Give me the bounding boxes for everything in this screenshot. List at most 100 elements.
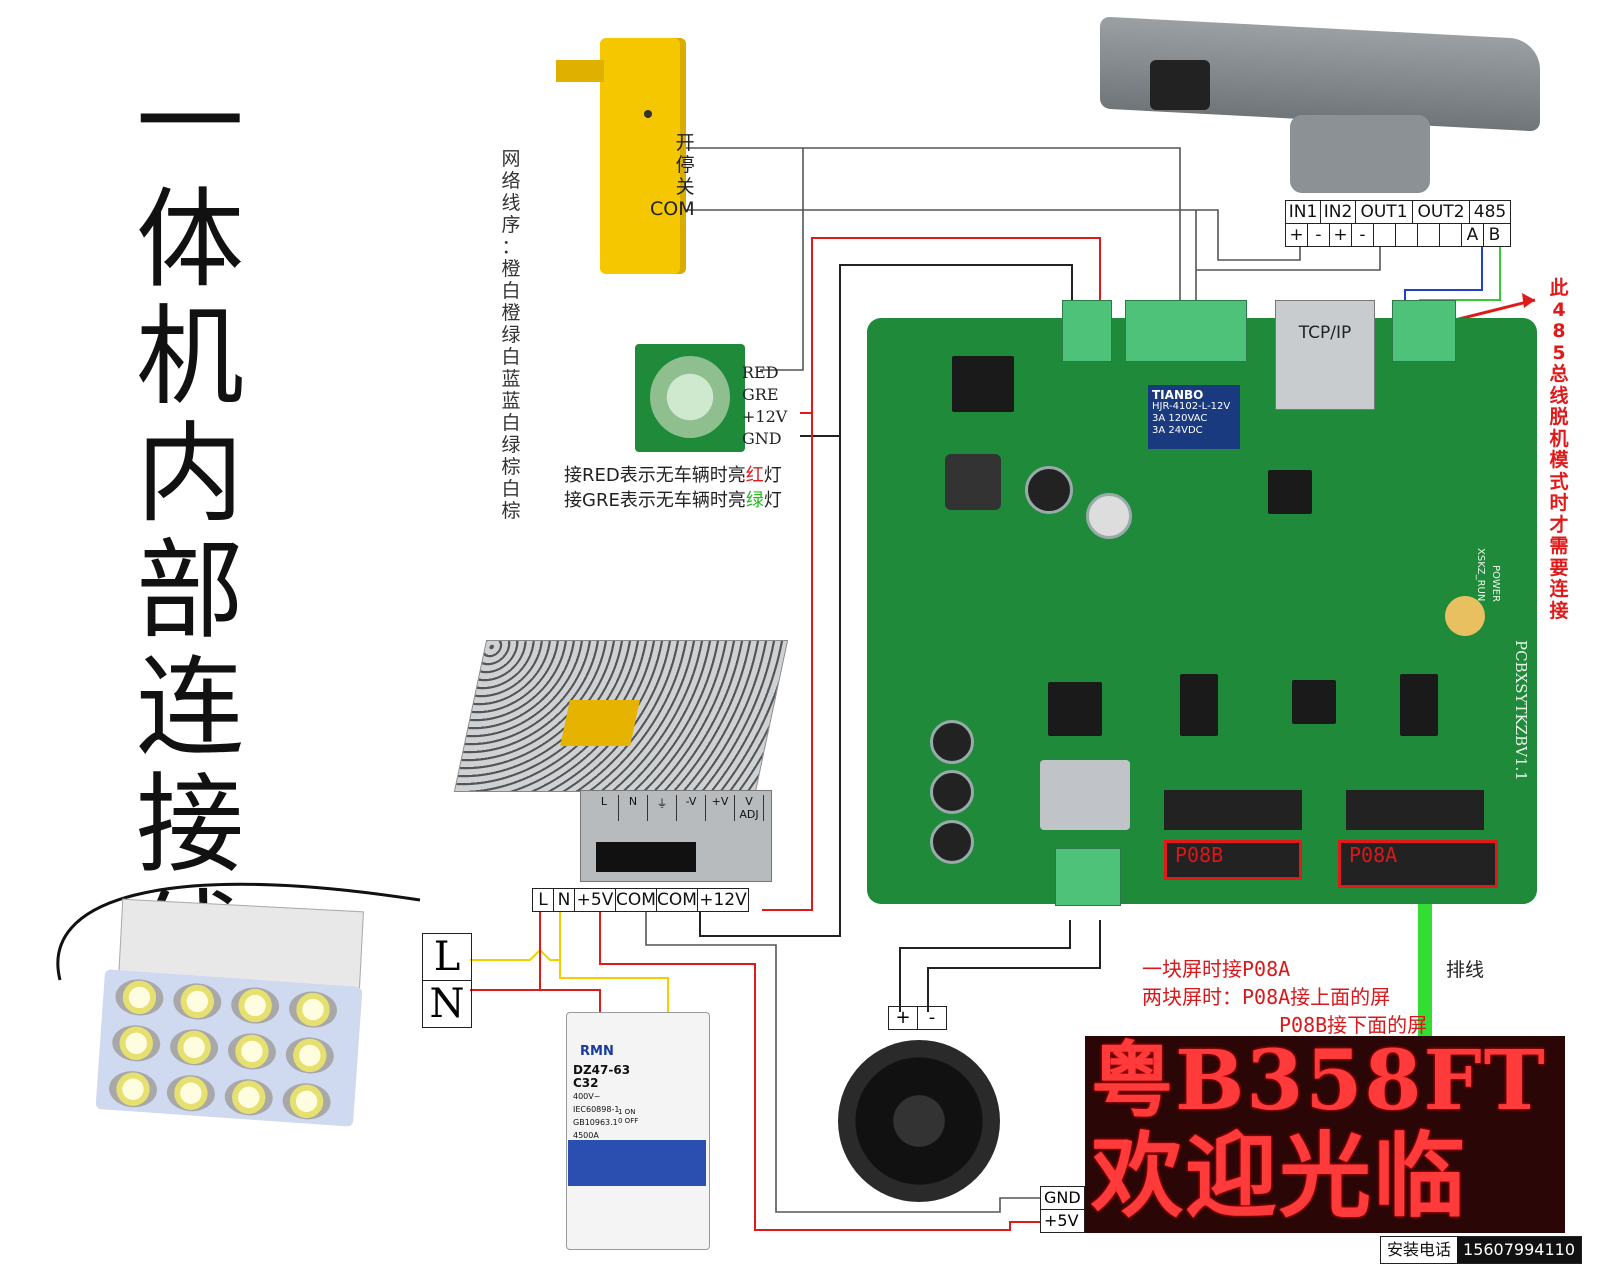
- led-bulb: [168, 1027, 220, 1067]
- capacitor-3: [930, 720, 974, 764]
- wire-psu-com: [699, 436, 841, 937]
- led-bulb: [226, 1031, 278, 1072]
- psu-output-label: COM: [616, 889, 657, 911]
- psu-screw-block: [596, 842, 696, 872]
- camera-terminal-pin: [1418, 224, 1440, 246]
- breaker-model: DZ47-63: [573, 1063, 631, 1077]
- board-connector-485: [1392, 300, 1456, 362]
- psu-output-label: +12V: [699, 890, 747, 910]
- p08b-label: P08B: [1175, 843, 1224, 867]
- header-p08a: P08A: [1338, 840, 1498, 888]
- barrier-label: COM: [650, 198, 695, 220]
- network-order-char: 白: [501, 346, 521, 368]
- wire-camera-out: [1196, 209, 1301, 261]
- screen-note-3: P08B接下面的屏: [1279, 1013, 1428, 1037]
- driver-chip-1: [1180, 674, 1218, 736]
- barrier-arm-mount: [556, 60, 604, 82]
- screen-note-1: 一块屏时接P08A: [1142, 957, 1291, 981]
- network-order-char: 棕: [501, 500, 521, 522]
- led-bulb: [111, 1023, 162, 1063]
- led-display-pin: +5V: [1044, 1211, 1079, 1230]
- title-char: 部: [135, 529, 244, 654]
- ribbon-cable: [1418, 868, 1432, 1044]
- capacitor-4: [930, 770, 974, 814]
- rs485-note-char: 时: [1549, 492, 1569, 514]
- traffic-light-pin: GRE: [742, 385, 779, 404]
- mcu-chip: [1048, 682, 1102, 736]
- led-bulb: [229, 985, 281, 1026]
- barrier-label: 关: [675, 176, 695, 198]
- network-order-char: 绿: [501, 434, 521, 456]
- barrier-label: 开: [675, 132, 695, 154]
- network-order-char: ：: [501, 236, 521, 258]
- relay-spec-1: 3A 120VAC: [1152, 413, 1208, 424]
- capacitor-1: [1025, 466, 1073, 514]
- note-green-light: 接GRE表示无车辆时亮绿灯: [564, 490, 782, 511]
- traffic-light-notes: 接RED表示无车辆时亮红灯 接GRE表示无车辆时亮绿灯: [564, 463, 782, 513]
- barrier-gate: [600, 38, 686, 274]
- led-bulb: [284, 1035, 336, 1076]
- network-order-char: 线: [501, 192, 521, 214]
- rs485-note-char: 式: [1549, 470, 1569, 493]
- title-char: 体: [135, 178, 244, 303]
- rs485-note-char: 模: [1549, 449, 1569, 471]
- network-order-char: 蓝: [501, 368, 521, 390]
- rs485-note-char: 要: [1549, 556, 1569, 579]
- psu-label-sticker: [560, 700, 640, 746]
- camera-bracket: [1290, 115, 1430, 193]
- led-display: 粤B358FT 欢迎光临: [1085, 1036, 1565, 1233]
- breaker-line-4: 4500A: [573, 1131, 599, 1140]
- relay-brand: TIANBO: [1152, 388, 1204, 402]
- breaker-switch-marks: 1 ON 0 OFF: [618, 1108, 638, 1126]
- battery-cap: [1445, 596, 1485, 636]
- breaker-off: 0 OFF: [618, 1117, 639, 1125]
- led-bulb: [287, 989, 339, 1030]
- network-order-char: 绿: [501, 324, 521, 346]
- title-char: 机: [135, 295, 244, 420]
- wire-barrier-open: [672, 147, 1181, 300]
- wire-light-red: [760, 148, 804, 371]
- fill-light-leds: [107, 977, 356, 1122]
- rs485-note-char: 机: [1549, 427, 1569, 450]
- wire-gnd-black: [800, 264, 1073, 437]
- wire-5v-display: [599, 910, 1040, 1231]
- camera-terminal-pin: +: [1286, 224, 1308, 246]
- barrier-label: 停: [675, 154, 695, 176]
- inductor: [945, 454, 1001, 510]
- relay-spec-2: 3A 24VDC: [1152, 425, 1203, 436]
- network-order-char: 白: [501, 280, 521, 302]
- relay-model: HJR-4102-L-12V: [1152, 401, 1231, 412]
- camera-terminal-label: OUT1: [1356, 201, 1413, 223]
- wire-mains-l: [470, 910, 561, 961]
- wire-breaker-n: [540, 989, 601, 1022]
- led-display-pin: GND: [1041, 1187, 1084, 1210]
- rs485-arrowhead: [1522, 293, 1535, 308]
- led-line-2: 欢迎光临: [1091, 1122, 1468, 1230]
- camera-lens: [1150, 60, 1210, 110]
- rs485-note-char: 线: [1549, 384, 1569, 407]
- rs485-note-char: 5: [1552, 341, 1566, 364]
- rs485-note-char: 脱: [1549, 406, 1569, 428]
- psu-strip-label: +V: [706, 795, 735, 821]
- camera-terminal-pin: +: [1330, 224, 1352, 246]
- led-bulb: [107, 1069, 159, 1109]
- wire-speaker-pos: [899, 920, 1071, 1012]
- psu-strip-label: N: [619, 795, 648, 821]
- breaker-toggle-band: [568, 1140, 706, 1186]
- network-order-char: 棕: [501, 456, 521, 478]
- rs485-note-char: 8: [1552, 320, 1566, 342]
- header-p08b-top: [1164, 790, 1302, 830]
- rs485-note-char: 才: [1549, 513, 1569, 536]
- title-char: 一: [135, 61, 244, 186]
- run-label: XSKZ_RUN: [1475, 548, 1486, 602]
- led-bulb: [281, 1081, 332, 1121]
- camera-terminal-label: IN2: [1321, 201, 1356, 223]
- breaker-on: 1 ON: [618, 1108, 636, 1116]
- relay: TIANBO HJR-4102-L-12V 3A 120VAC 3A 24VDC: [1148, 385, 1240, 449]
- heatsink: [1040, 760, 1130, 830]
